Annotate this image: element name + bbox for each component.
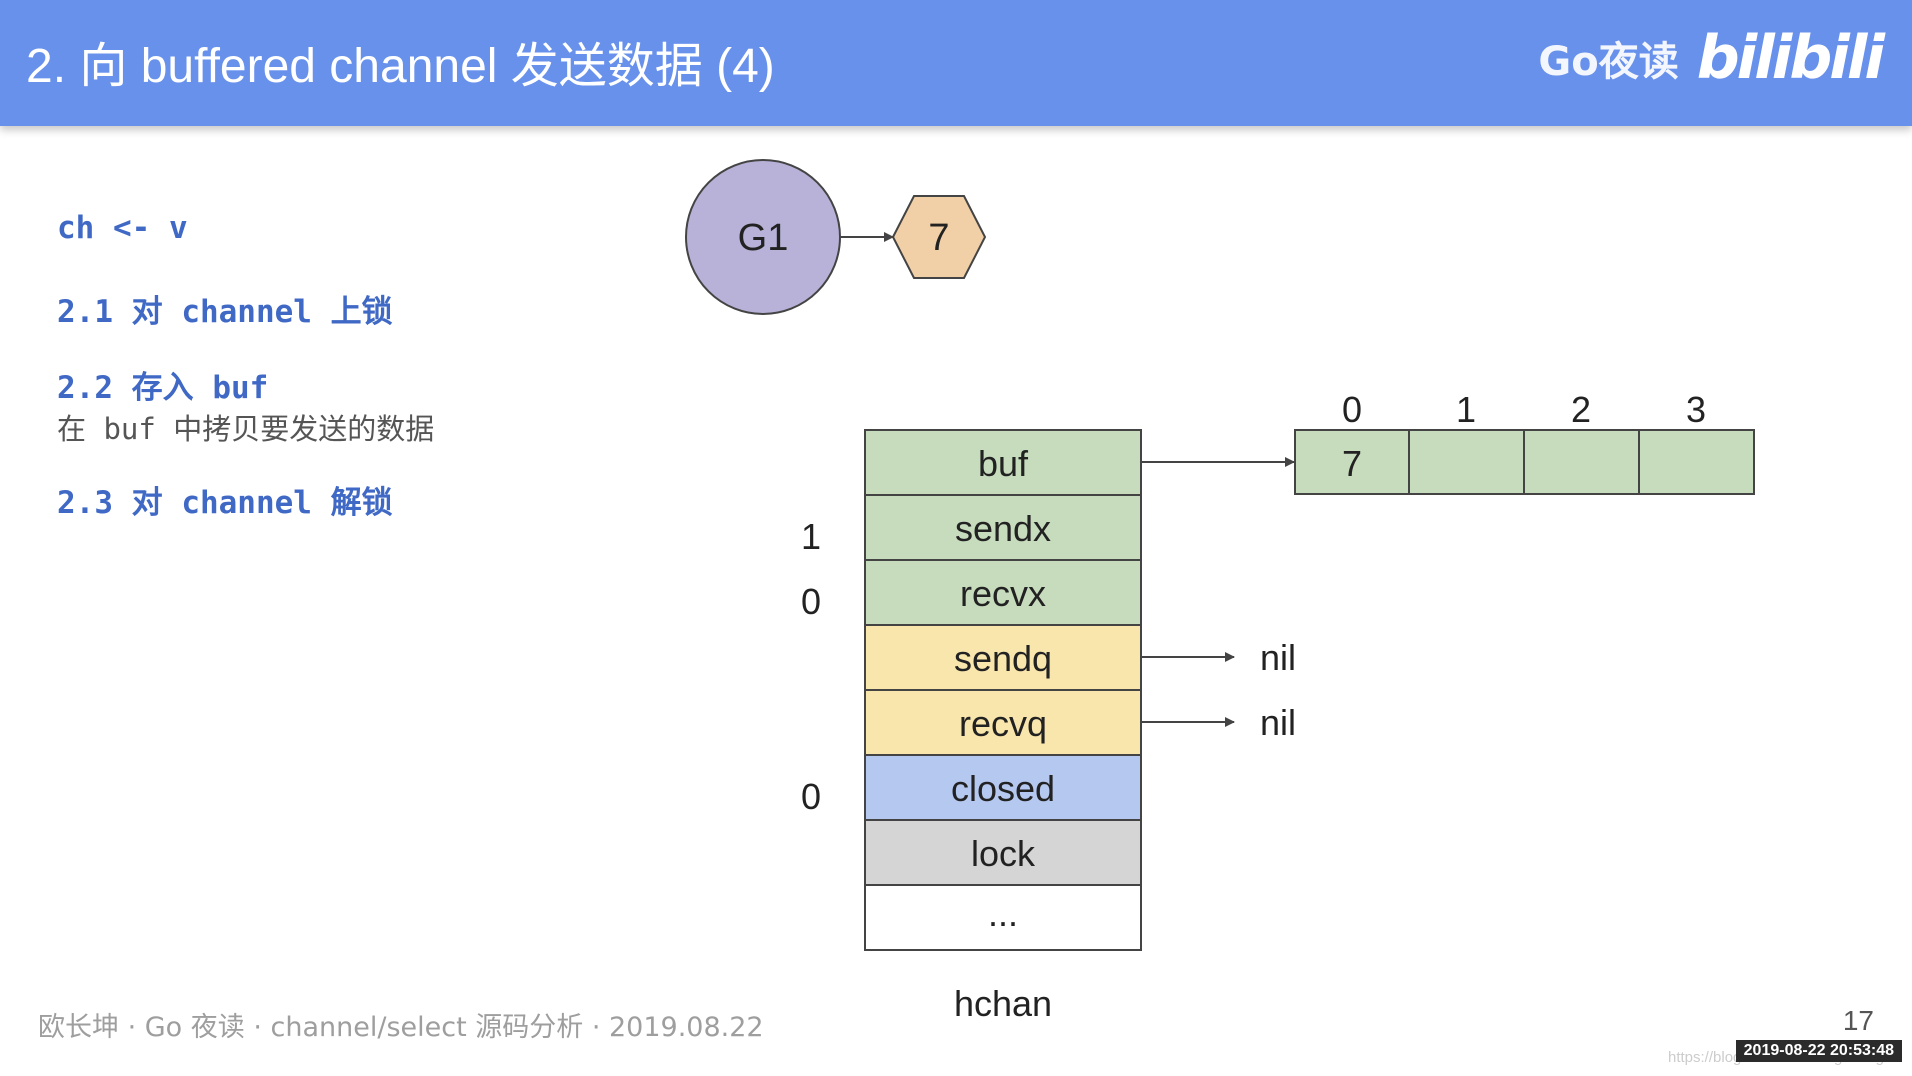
buffer-slot-0-value: 7 <box>1342 443 1362 484</box>
goroutine-g1-label: G1 <box>738 217 789 259</box>
buffer-slot-3 <box>1638 429 1755 495</box>
slide-header: 2. 向 buffered channel 发送数据 (4) Go夜读 bili… <box>0 0 1912 126</box>
step-lock: 2.1 对 channel 上锁 <box>57 294 393 330</box>
field-closed-value: 0 <box>801 776 821 817</box>
field-sendx-cell <box>864 494 1142 561</box>
field-buf-label: buf <box>978 443 1029 484</box>
field-more-cell <box>864 884 1142 951</box>
field-recvx-value: 0 <box>801 581 821 622</box>
field-recvq-label: recvq <box>959 703 1047 744</box>
recvq-nil-label: nil <box>1260 702 1296 743</box>
buffer-array: 0 1 2 3 7 <box>1294 389 1755 495</box>
brand-text: Go夜读 <box>1538 39 1679 85</box>
field-recvq-cell <box>864 689 1142 756</box>
field-recvx-label: recvx <box>960 573 1046 614</box>
step-store-buf-note: 在 buf 中拷贝要发送的数据 <box>57 412 435 446</box>
buffer-index-0: 0 <box>1342 389 1362 430</box>
field-lock-label: lock <box>971 833 1036 874</box>
step-unlock: 2.3 对 channel 解锁 <box>57 485 393 521</box>
field-sendx-value: 1 <box>801 516 821 557</box>
sendq-nil-label: nil <box>1260 637 1296 678</box>
goroutine-value: 7 <box>928 217 949 259</box>
field-closed-label: closed <box>951 768 1055 809</box>
buffer-index-3: 3 <box>1686 389 1706 430</box>
goroutine-value-hexagon <box>891 195 987 279</box>
bilibili-logo: bilibili <box>1696 23 1885 93</box>
page-number: 17 <box>1842 1005 1874 1036</box>
slide-footer: 欧长坤 · Go 夜读 · channel/select 源码分析 · 2019… <box>38 1012 764 1043</box>
field-closed-cell <box>864 754 1142 821</box>
buffer-index-2: 2 <box>1571 389 1591 430</box>
buffer-slot-1 <box>1408 429 1525 495</box>
recording-timestamp: 2019-08-22 20:53:48 <box>1735 1040 1902 1062</box>
field-sendq-cell <box>864 624 1142 691</box>
code-statement: ch <- v <box>57 210 188 246</box>
buffer-index-1: 1 <box>1456 389 1476 430</box>
field-sendx-label: sendx <box>955 508 1051 549</box>
hchan-caption: hchan <box>954 983 1052 1024</box>
buffer-slot-0 <box>1294 429 1410 495</box>
field-more-label: ... <box>988 893 1018 934</box>
slide-title: 2. 向 buffered channel 发送数据 (4) <box>26 40 775 93</box>
field-sendq-label: sendq <box>954 638 1052 679</box>
brand-logo: Go夜读 bilibili <box>1538 22 1885 94</box>
field-lock-cell <box>864 819 1142 886</box>
hchan-struct: buf sendx 1 recvx 0 sendq recvq closed 0… <box>801 429 1142 951</box>
buffer-slot-2 <box>1523 429 1640 495</box>
field-recvx-cell <box>864 559 1142 626</box>
step-store-buf: 2.2 存入 buf <box>57 370 269 406</box>
